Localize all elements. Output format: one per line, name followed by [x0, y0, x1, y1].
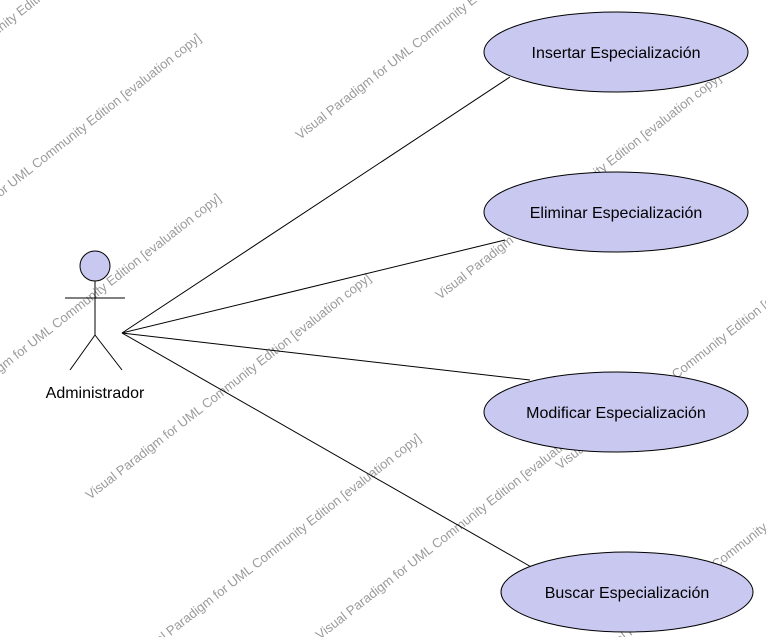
use-case-insertar[interactable]: Insertar Especialización: [483, 11, 749, 93]
use-case-ellipse: [483, 371, 749, 453]
actor-administrador[interactable]: Administrador: [46, 250, 145, 402]
association-line[interactable]: [121, 332, 541, 573]
actor-leg-left: [69, 334, 96, 371]
associations: [121, 76, 541, 573]
use-case-label: Insertar Especialización: [532, 45, 701, 62]
actor-leg-right: [94, 334, 123, 371]
watermark-text: Visual Paradigm for UML Community Editio…: [133, 430, 424, 637]
use-case-modificar[interactable]: Modificar Especialización: [483, 371, 749, 453]
use-case-label: Buscar Especialización: [545, 585, 710, 602]
association-line[interactable]: [121, 332, 531, 381]
association-line[interactable]: [121, 76, 511, 334]
use-case-label: Modificar Especialización: [526, 405, 706, 422]
actor-label: Administrador: [46, 385, 145, 402]
actor-head: [79, 250, 111, 282]
use-case-ellipse: [500, 551, 754, 633]
use-case-ellipse: [483, 11, 749, 93]
use-case-buscar[interactable]: Buscar Especialización: [500, 551, 754, 633]
use-case-label: Eliminar Especialización: [530, 205, 703, 222]
use-case-eliminar[interactable]: Eliminar Especialización: [483, 171, 749, 253]
association-line[interactable]: [121, 239, 506, 334]
use-case-ellipse: [483, 171, 749, 253]
